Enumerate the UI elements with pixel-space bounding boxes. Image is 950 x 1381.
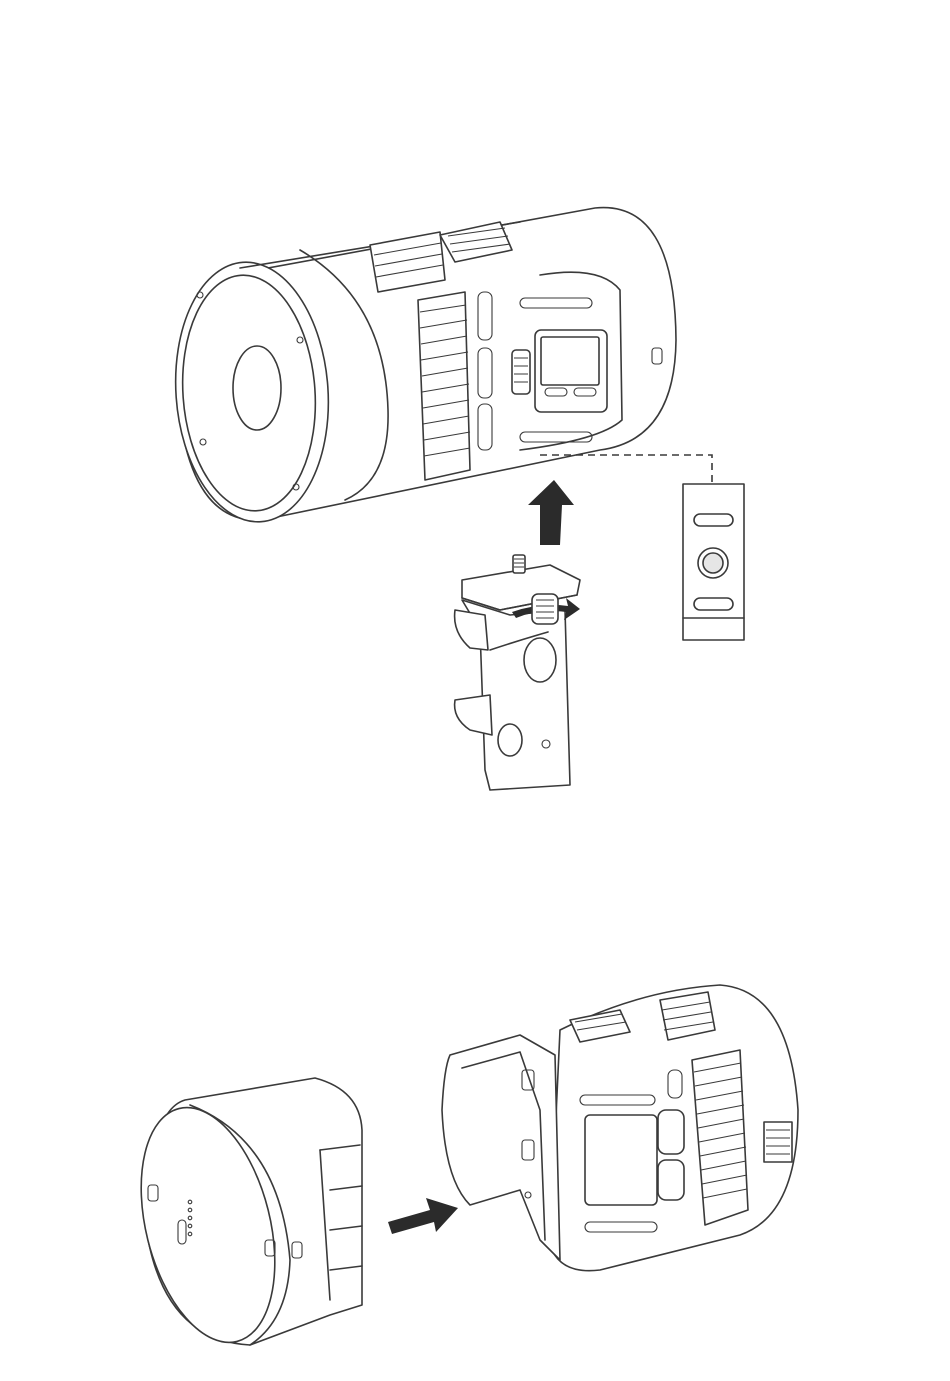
light-head-icon bbox=[167, 208, 676, 527]
callout-line bbox=[540, 455, 712, 484]
insert-arrow-icon bbox=[388, 1198, 458, 1234]
up-arrow-icon bbox=[528, 480, 574, 545]
light-body-open-icon bbox=[442, 985, 798, 1271]
tripod-holder-icon bbox=[455, 555, 580, 790]
base-detail-icon bbox=[683, 484, 744, 640]
battery-cover-icon bbox=[119, 1078, 362, 1356]
